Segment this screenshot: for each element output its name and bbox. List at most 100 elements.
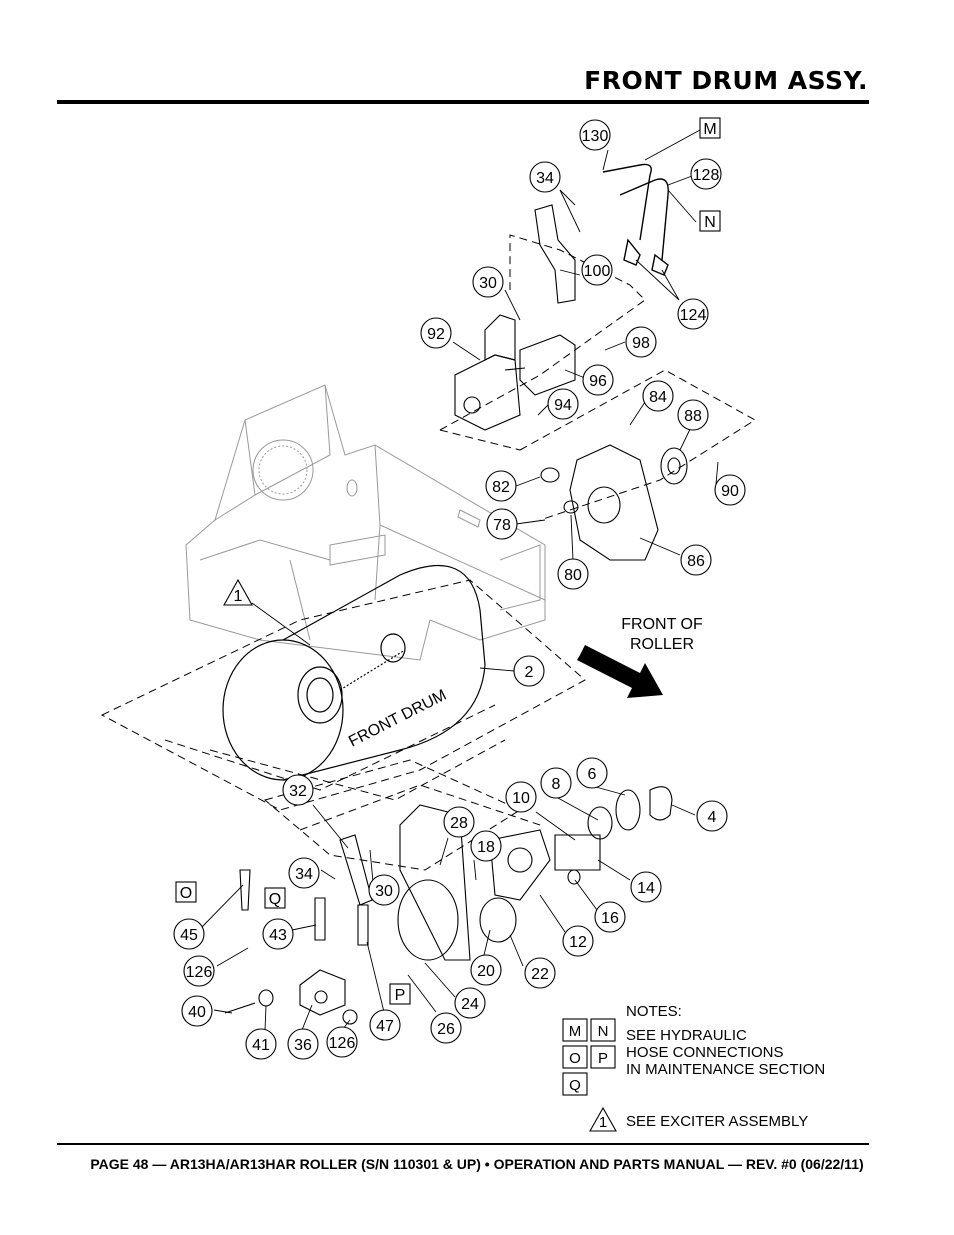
svg-text:N: N bbox=[598, 1023, 609, 1040]
callout-leaders bbox=[200, 129, 719, 1031]
svg-text:86: 86 bbox=[687, 553, 705, 570]
callout-34: 34 bbox=[529, 161, 561, 193]
notes-exciter-tag: 1 bbox=[599, 1114, 607, 1131]
hose-tag-Q: Q bbox=[264, 887, 286, 909]
notes-hose-line2: HOSE CONNECTIONS bbox=[626, 1044, 784, 1061]
svg-text:24: 24 bbox=[461, 996, 479, 1013]
notes-exciter-text: SEE EXCITER ASSEMBLY bbox=[626, 1113, 808, 1130]
svg-text:88: 88 bbox=[684, 408, 702, 425]
hose-tag-N: N bbox=[699, 210, 721, 232]
bearing-housing-parts bbox=[479, 786, 673, 943]
svg-text:M: M bbox=[569, 1023, 582, 1040]
svg-text:6: 6 bbox=[588, 766, 597, 783]
callout-32: 32 bbox=[282, 774, 314, 806]
valve-block bbox=[224, 869, 369, 1025]
front-drum bbox=[222, 564, 486, 781]
svg-text:128: 128 bbox=[693, 167, 720, 184]
callout-84: 84 bbox=[642, 380, 674, 412]
callout-34: 34 bbox=[288, 857, 320, 889]
callout-130: 130 bbox=[579, 119, 611, 151]
notes-tag-M: M bbox=[562, 1018, 588, 1042]
scraper-bracket bbox=[339, 804, 471, 961]
callout-80: 80 bbox=[557, 558, 589, 590]
callout-8: 8 bbox=[540, 767, 572, 799]
callout-36: 36 bbox=[287, 1028, 319, 1060]
svg-text:P: P bbox=[395, 987, 406, 1004]
svg-text:16: 16 bbox=[601, 910, 619, 927]
svg-text:43: 43 bbox=[269, 927, 287, 944]
direction-label-line2: ROLLER bbox=[630, 636, 694, 653]
notes-heading: NOTES: bbox=[626, 1003, 682, 1020]
header-rule bbox=[57, 100, 869, 104]
callout-47: 47 bbox=[369, 1009, 401, 1041]
callout-16: 16 bbox=[594, 901, 626, 933]
hose-tags: M N O Q P bbox=[175, 117, 721, 1005]
callout-40: 40 bbox=[181, 995, 213, 1027]
callout-18: 18 bbox=[470, 830, 502, 862]
svg-text:92: 92 bbox=[427, 326, 445, 343]
svg-text:94: 94 bbox=[554, 397, 572, 414]
hose-tag-P: P bbox=[389, 983, 411, 1005]
callout-100: 100 bbox=[581, 254, 613, 286]
svg-text:8: 8 bbox=[552, 776, 561, 793]
callout-128: 128 bbox=[690, 158, 722, 190]
svg-text:P: P bbox=[598, 1050, 608, 1067]
callout-78: 78 bbox=[486, 508, 518, 540]
svg-text:O: O bbox=[569, 1050, 581, 1067]
hydraulic-hoses bbox=[602, 163, 669, 276]
svg-text:124: 124 bbox=[680, 307, 707, 324]
callout-4: 4 bbox=[696, 800, 728, 832]
callout-90: 90 bbox=[714, 474, 746, 506]
svg-text:40: 40 bbox=[188, 1004, 206, 1021]
callout-30: 30 bbox=[368, 874, 400, 906]
svg-text:12: 12 bbox=[569, 934, 587, 951]
notes-hose-line3: IN MAINTENANCE SECTION bbox=[626, 1061, 825, 1078]
callout-43: 43 bbox=[262, 918, 294, 950]
svg-text:20: 20 bbox=[477, 963, 495, 980]
svg-text:30: 30 bbox=[479, 275, 497, 292]
callout-126: 126 bbox=[183, 955, 215, 987]
svg-text:41: 41 bbox=[252, 1037, 270, 1054]
svg-text:84: 84 bbox=[649, 389, 667, 406]
hydraulic-motor bbox=[504, 334, 576, 396]
callout-45: 45 bbox=[173, 918, 205, 950]
page-title: FRONT DRUM ASSY. bbox=[584, 66, 868, 95]
footer-rule bbox=[57, 1143, 869, 1145]
callout-126: 126 bbox=[326, 1026, 358, 1058]
callout-22: 22 bbox=[524, 957, 556, 989]
svg-text:126: 126 bbox=[329, 1035, 356, 1052]
direction-label-line1: FRONT OF bbox=[621, 616, 703, 633]
callout-92: 92 bbox=[420, 317, 452, 349]
svg-text:82: 82 bbox=[492, 479, 510, 496]
callout-10: 10 bbox=[505, 781, 537, 813]
svg-text:28: 28 bbox=[450, 815, 468, 832]
svg-text:32: 32 bbox=[289, 783, 307, 800]
callout-94: 94 bbox=[547, 388, 579, 420]
svg-text:30: 30 bbox=[375, 883, 393, 900]
notes-tag-N: N bbox=[590, 1018, 616, 1042]
svg-text:O: O bbox=[180, 885, 192, 902]
svg-text:1: 1 bbox=[234, 588, 243, 605]
svg-text:47: 47 bbox=[376, 1018, 394, 1035]
motor-mount-bracket bbox=[454, 204, 576, 431]
hose-tag-M: M bbox=[699, 117, 721, 139]
notes-tag-Q: Q bbox=[562, 1072, 588, 1096]
page-footer: PAGE 48 — AR13HA/AR13HAR ROLLER (S/N 110… bbox=[90, 1156, 864, 1172]
svg-text:45: 45 bbox=[180, 927, 198, 944]
callout-2: 2 bbox=[513, 655, 545, 687]
callout-12: 12 bbox=[562, 925, 594, 957]
svg-text:Q: Q bbox=[269, 891, 281, 908]
callout-41: 41 bbox=[245, 1028, 277, 1060]
svg-text:126: 126 bbox=[186, 964, 213, 981]
svg-text:98: 98 bbox=[632, 335, 650, 352]
callout-14: 14 bbox=[630, 871, 662, 903]
roller-frame bbox=[185, 384, 546, 661]
callout-30: 30 bbox=[472, 266, 504, 298]
svg-text:26: 26 bbox=[437, 1021, 455, 1038]
drive-plate bbox=[540, 444, 688, 561]
callout-20: 20 bbox=[470, 954, 502, 986]
callout-88: 88 bbox=[677, 399, 709, 431]
drum-label: FRONT DRUM bbox=[346, 687, 449, 751]
